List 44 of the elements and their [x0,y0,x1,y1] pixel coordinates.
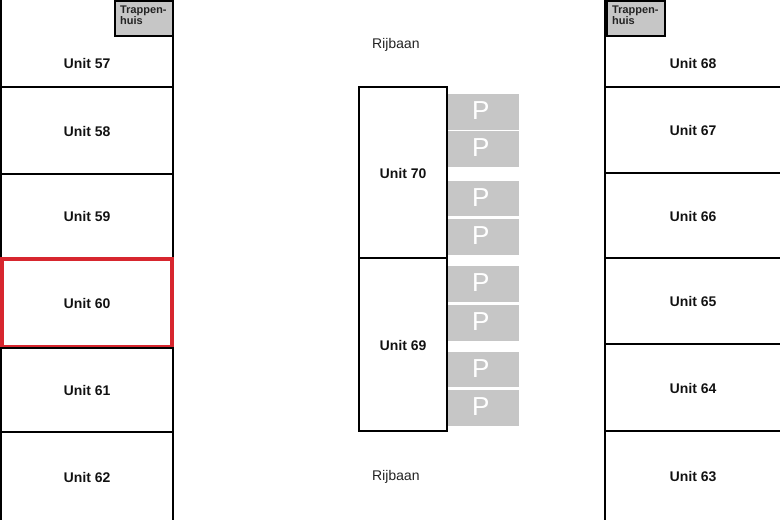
unit-label: Unit 69 [380,336,426,352]
driveway-label: Rijbaan [372,35,420,51]
stairwell-label: Trappen-huis [612,5,660,27]
unit-box [0,0,174,88]
parking-space [448,390,519,426]
unit-label: Unit 70 [380,164,426,180]
unit-label: Unit 68 [670,55,716,71]
highlighted-unit-box [0,257,174,349]
driveway-label: Rijbaan [372,467,420,483]
unit-box [0,86,174,175]
unit-label: Unit 63 [670,468,716,484]
parking-sign: P [472,132,490,163]
parking-sign: P [472,95,490,126]
unit-label: Unit 65 [670,293,716,309]
parking-sign: P [472,267,490,298]
stairwell-box [114,0,174,37]
parking-space [448,181,519,216]
parking-space [448,266,519,302]
unit-label: Unit 64 [670,380,716,396]
stairwell-box [606,0,666,37]
parking-space [448,219,519,255]
parking-space [448,94,519,130]
parking-sign: P [472,391,490,422]
unit-box [0,431,174,520]
unit-box [0,347,174,433]
unit-label: Unit 58 [64,122,110,138]
unit-label: Unit 67 [670,122,716,138]
stairwell-label: Trappen-huis [120,5,168,27]
parking-space [448,131,519,167]
unit-label: Unit 66 [670,208,716,224]
unit-label: Unit 57 [64,55,110,71]
unit-box [0,173,174,259]
unit-label: Unit 60 [64,295,110,311]
unit-box [358,86,448,259]
unit-label: Unit 62 [64,469,110,485]
unit-label: Unit 61 [64,382,110,398]
parking-sign: P [472,220,490,251]
parking-sign: P [472,306,490,337]
parking-space [448,352,519,387]
parking-sign: P [472,182,490,213]
parking-sign: P [472,353,490,384]
unit-box [358,257,448,432]
unit-label: Unit 59 [64,208,110,224]
parking-space [448,305,519,341]
